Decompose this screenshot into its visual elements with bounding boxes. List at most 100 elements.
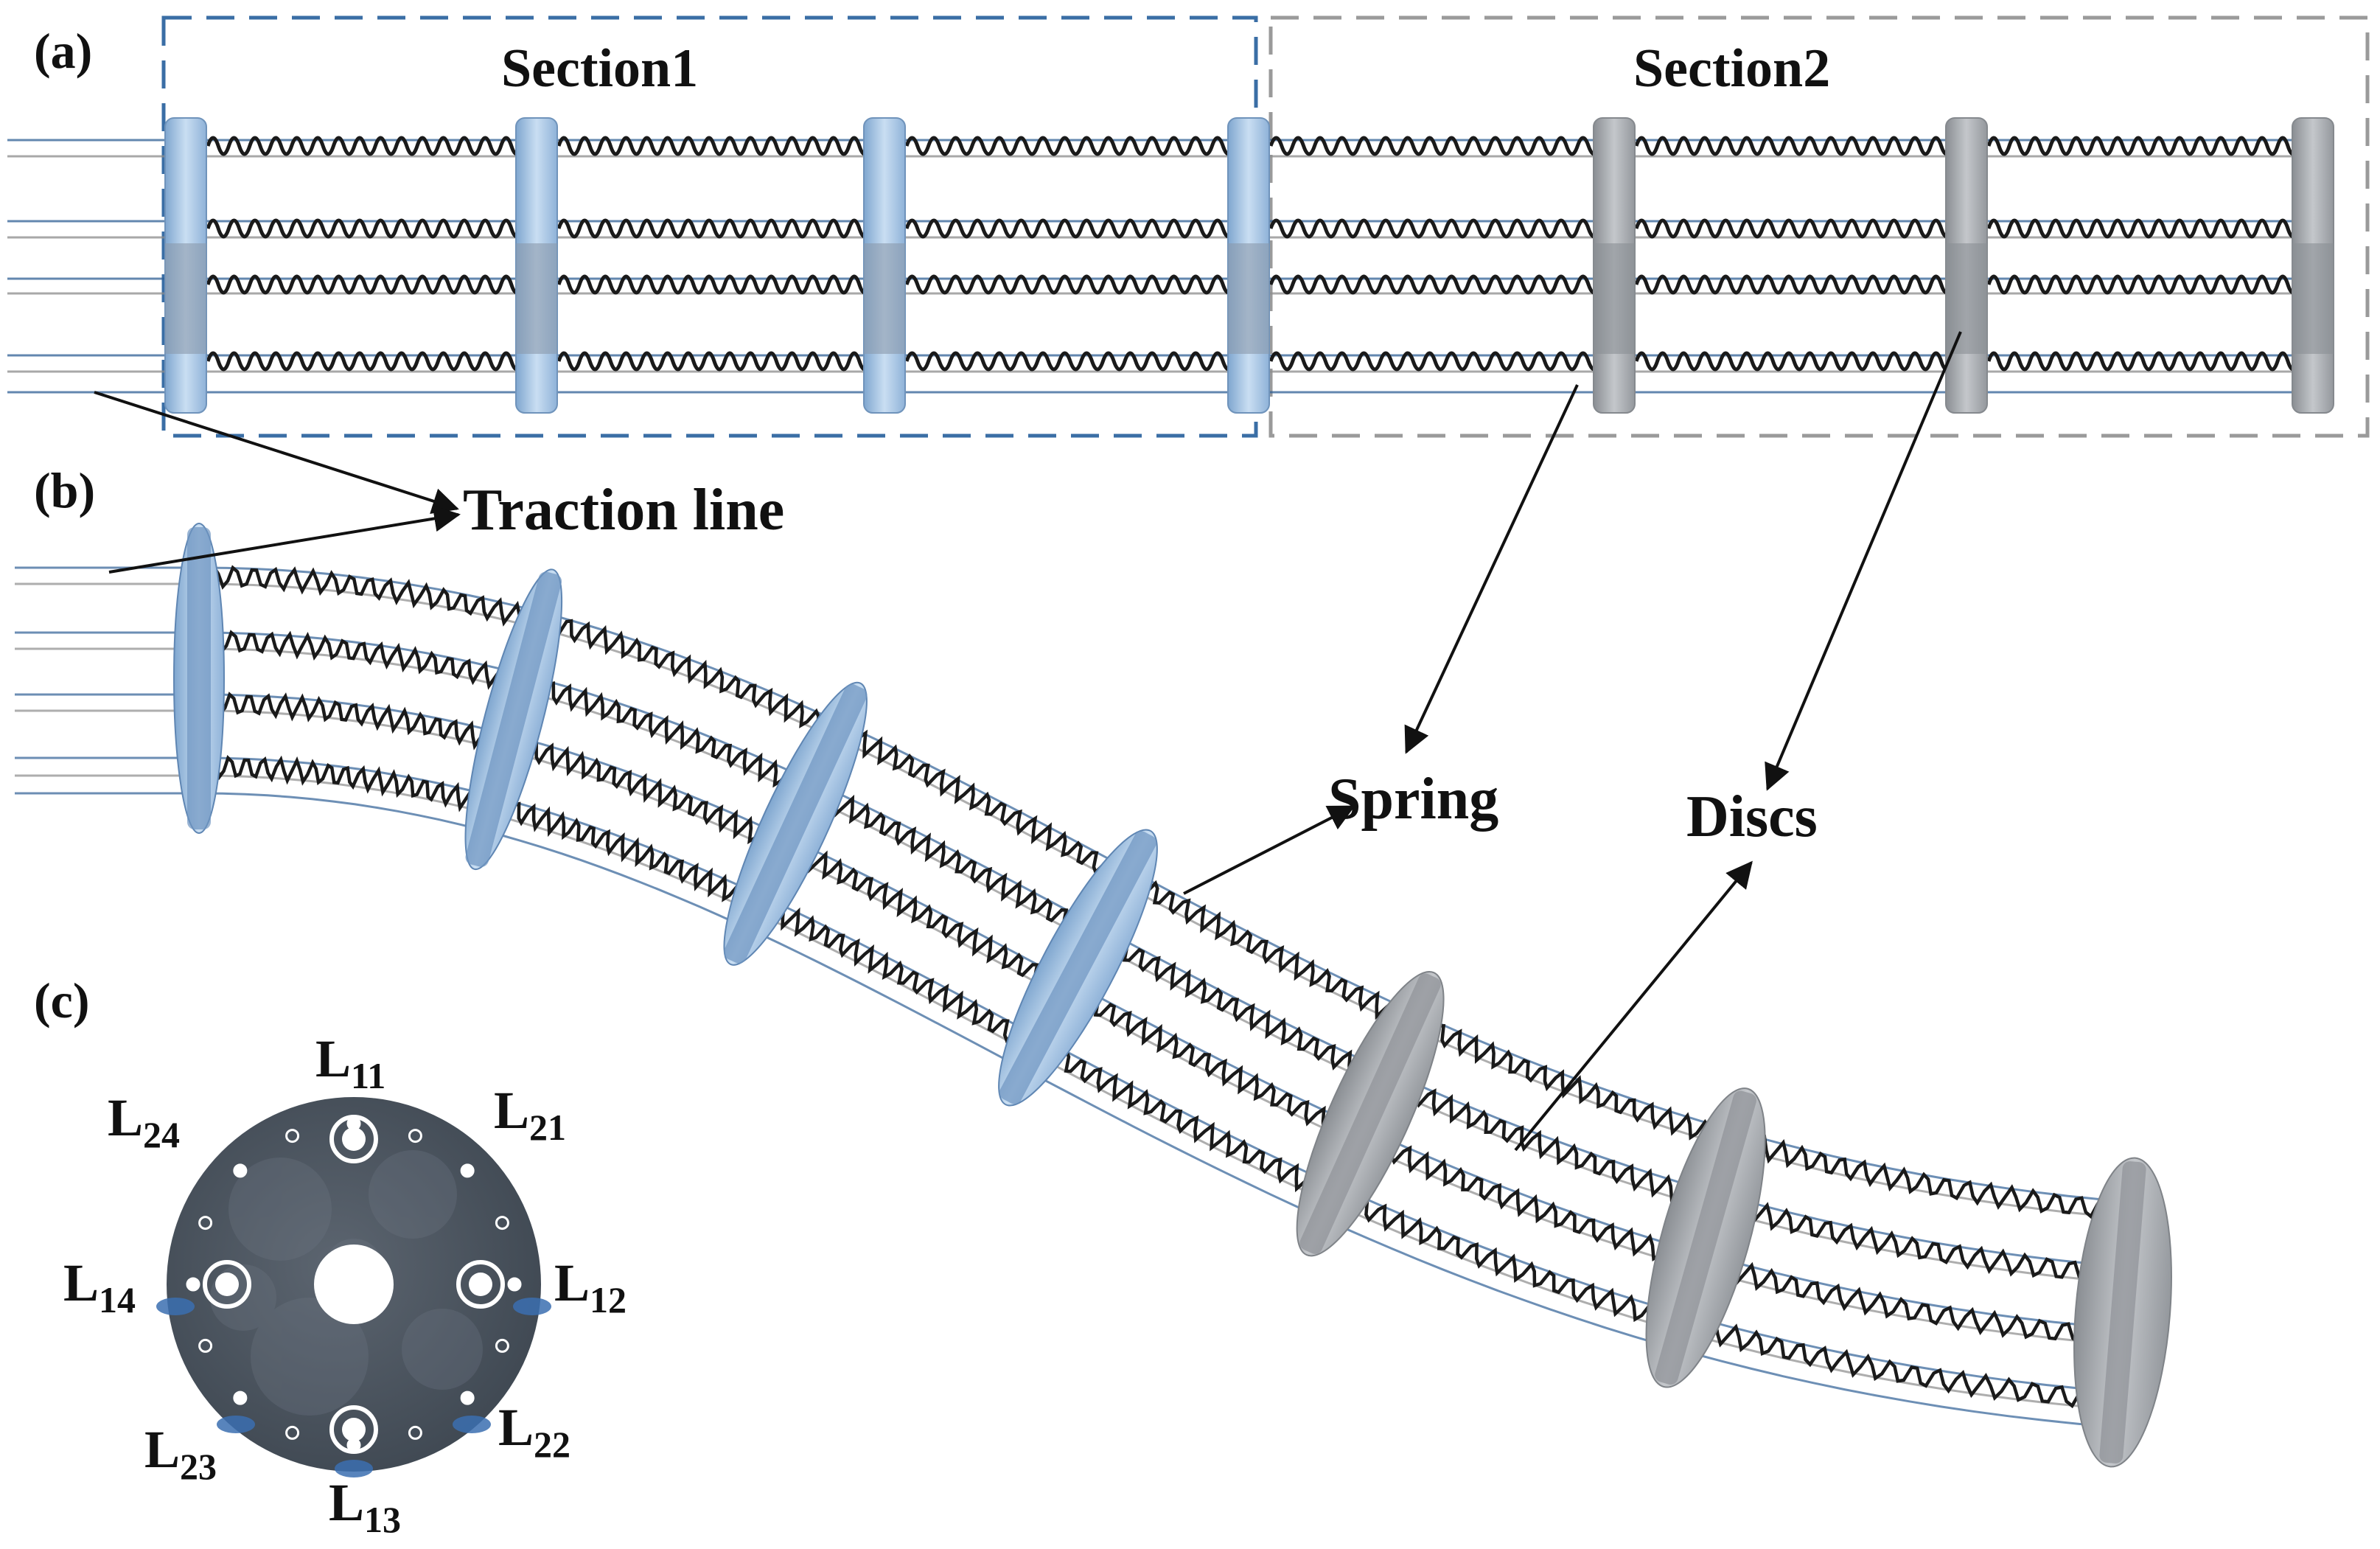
traction-holes [156,1115,551,1477]
texture-blob [402,1309,483,1390]
port-subscript: 22 [534,1424,570,1465]
disc-rim [999,831,1157,1104]
small-hole [198,1338,213,1353]
port-label-l12: L12 [554,1253,627,1320]
panel-label-c: (c) [34,972,89,1028]
texture-blob [251,1298,369,1416]
disc-rim [1299,973,1441,1254]
disc [1296,971,1445,1257]
spring-hole-core [215,1273,239,1296]
small-hole [233,1163,248,1178]
port-label-l22: L22 [498,1398,570,1465]
hole-accent [513,1298,551,1315]
spring-coil [1986,351,2300,372]
port-label-l23: L23 [144,1420,217,1487]
small-hole [495,1338,509,1353]
spring-hole [456,1260,505,1309]
small-hole [460,1390,475,1405]
spring-coil [1268,351,1602,372]
spring-hole-core [469,1273,492,1296]
disc [464,568,563,871]
port-label-l14: L14 [63,1253,136,1320]
hole-accent [156,1298,195,1315]
traction-line-label: Traction line [463,478,784,543]
spring-coil [206,274,524,295]
port-main: L [108,1088,143,1147]
small-hole [285,1425,300,1440]
spring-coil [1986,218,2300,239]
port-label-l11: L11 [315,1029,385,1096]
discs-straight [164,117,2334,414]
small-hole [186,1277,200,1292]
spring-coil [556,218,872,239]
small-hole [507,1277,522,1292]
disc [1645,1087,1766,1388]
small-hole [460,1163,475,1178]
arrow-traction-a [94,391,459,515]
small-hole [408,1129,422,1144]
discs-label: Discs [1686,784,1818,849]
discs-bent [173,523,2172,1468]
annotation-arrows [94,331,1962,1152]
disc-shade [1946,243,1987,354]
spring-coil [206,136,524,156]
port-main: L [494,1081,529,1140]
disc-shade [2292,243,2334,354]
small-hole [346,1438,361,1452]
port-main: L [63,1253,99,1312]
spring-coil [1634,136,1954,156]
port-main: L [554,1253,590,1312]
panel-label-a: (a) [34,23,92,79]
disc-shade [165,243,206,354]
section2-box [1268,15,2370,438]
port-main: L [329,1473,364,1532]
disc-rim [1655,1090,1756,1385]
port-label-l13: L13 [329,1473,401,1540]
spring-coil [556,136,872,156]
port-main: L [315,1029,351,1088]
spring-coil [1268,218,1602,239]
disc-shade [1594,243,1635,354]
disc-rim [187,527,211,829]
spring-coil [556,351,872,372]
spring-coil [904,274,1236,295]
port-subscript: 21 [529,1107,566,1148]
spring-hole-core [342,1127,366,1151]
hole-accent [335,1460,373,1477]
disc [723,681,868,966]
central-hole [314,1245,394,1324]
disc-rim [465,571,562,867]
disc-rim [2099,1161,2146,1463]
spring-coil [1268,274,1602,295]
spring-coil [1634,218,1954,239]
disc-shade [1228,243,1269,354]
small-hole [285,1129,300,1144]
disc [998,829,1158,1107]
disc-shade [516,243,557,354]
port-label-l24: L24 [108,1088,180,1155]
port-subscript: 23 [180,1446,217,1487]
arrow-spring-a [1404,384,1579,754]
spring-coil [1986,136,2300,156]
section1-title: Section1 [501,38,698,99]
spring-coil [1986,274,2300,295]
disc-rim [723,683,868,964]
spring-coil [1634,274,1954,295]
port-subscript: 14 [99,1279,136,1320]
texture-blob [228,1158,332,1261]
small-hole [495,1216,509,1231]
spring-coil [206,351,524,372]
hole-accent [217,1416,255,1433]
small-hole [346,1116,361,1131]
port-main: L [144,1420,180,1479]
hole-accent [453,1416,491,1433]
spring-hole [203,1260,251,1309]
spring-coil [1268,136,1602,156]
spring-coil [1634,351,1954,372]
spring-coil [556,274,872,295]
small-hole [233,1390,248,1405]
arrow-discs-a [1765,331,1962,791]
texture-blob [369,1150,457,1239]
port-label-l21: L21 [494,1081,566,1148]
